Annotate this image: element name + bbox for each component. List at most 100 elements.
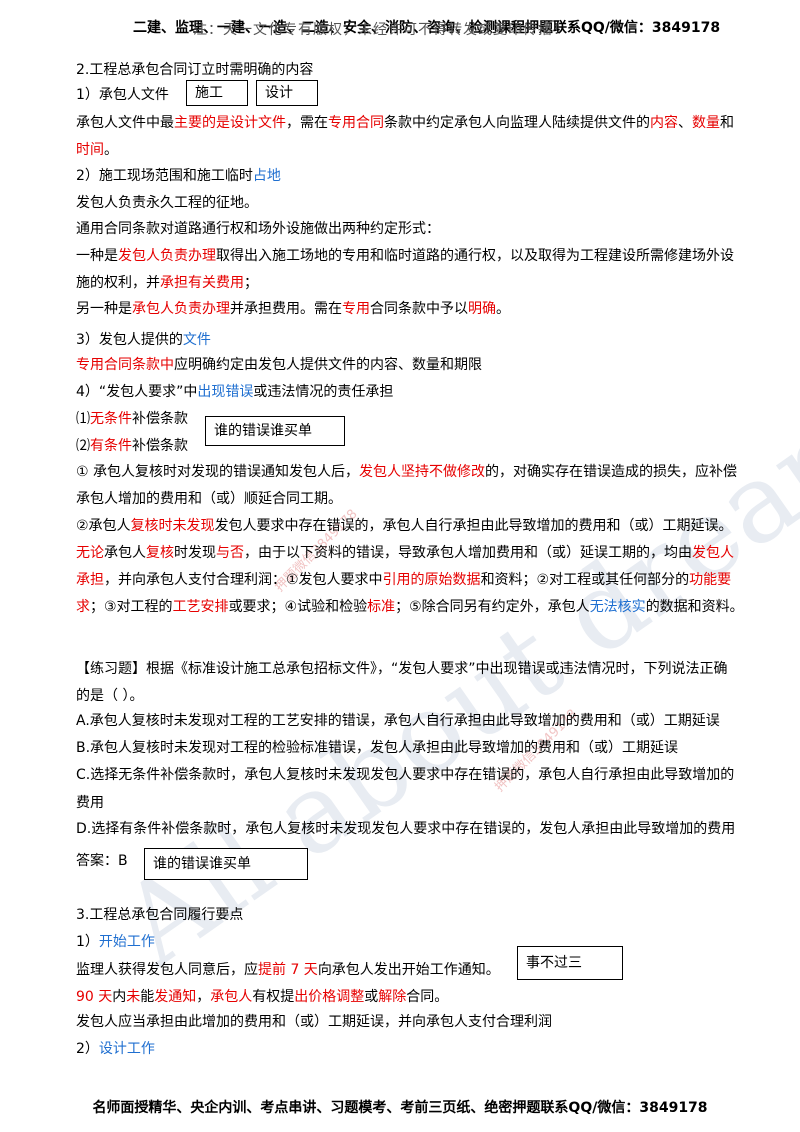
text-segment: 3）发包人提供的 <box>76 332 183 348</box>
text-segment: 另一种是 <box>76 301 132 317</box>
note-box: 事不过三 <box>517 946 623 980</box>
text-line: 一种是发包人负责办理取得出入施工场地的专用和临时道路的通行权，以及取得为工程建设… <box>76 248 734 264</box>
highlight-red: 工艺安排 <box>172 599 229 615</box>
note-box: 谁的错误谁买单 <box>205 416 345 446</box>
text-line: 费用 <box>76 795 104 811</box>
highlight-red: 承包人 <box>210 989 253 1005</box>
text-segment: ②承包人 <box>76 518 131 534</box>
highlight-blue: 无法核实 <box>589 599 646 615</box>
text-segment: 有权提 <box>252 989 295 1005</box>
highlight-red: 出价格调整 <box>294 989 365 1005</box>
highlight-red: 发包人负责办理 <box>118 248 216 264</box>
highlight-red: 未 <box>126 989 141 1005</box>
text-segment: 或 <box>364 989 379 1005</box>
text-segment: 承包人 <box>104 545 146 561</box>
text-segment: 内 <box>112 989 127 1005</box>
text-segment: 施的权利，并 <box>76 275 160 291</box>
highlight-red: 承包人负责办理 <box>132 301 230 317</box>
text-segment: ，并向承包人支付合理利润：①发包人要求中 <box>104 572 383 588</box>
text-segment: 2）施工现场范围和施工临时 <box>76 168 253 184</box>
text-segment: 条款中约定承包人向监理人陆续提供文件的 <box>384 115 650 131</box>
text-line: 承包人文件中最主要的是设计文件，需在专用合同条款中约定承包人向监理人陆续提供文件… <box>76 115 734 131</box>
text-segment: 3.工程总承包合同履行要点 <box>76 907 244 923</box>
text-segment: A.承包人复核时未发现对工程的工艺安排的错误，承包人自行承担由此导致增加的费用和… <box>76 713 720 729</box>
text-segment: ① 承包人复核时对发现的错误通知发包人后， <box>76 464 359 480</box>
text-segment: 并承担费用。需在 <box>230 301 342 317</box>
text-segment: 发包人要求中存在错误的，承包人自行承担由此导致增加的费用和（或）工期延误。 <box>214 518 733 534</box>
text-line: ⑴无条件补偿条款 <box>76 411 188 427</box>
text-line: 3.工程总承包合同履行要点 <box>76 907 243 923</box>
text-segment: 或要求；④试验和检验 <box>228 599 368 615</box>
text-segment: ⑵ <box>76 438 90 454</box>
text-segment: 一种是 <box>76 248 118 264</box>
text-segment: ；③对工程的 <box>90 599 173 615</box>
text-segment: 合同。 <box>406 989 449 1005</box>
text-line: 求；③对工程的工艺安排或要求；④试验和检验标准；⑤除合同另有约定外，承包人无法核… <box>76 599 744 615</box>
text-segment: 的，对确实存在错误造成的损失，应补偿 <box>485 464 737 480</box>
highlight-red: 90 天 <box>76 989 113 1005</box>
text-segment: 发包人负责永久工程的征地。 <box>76 195 258 211</box>
highlight-red: 时间 <box>76 142 104 158</box>
highlight-red: 数量 <box>692 115 720 131</box>
text-line: 承包人增加的费用和（或）顺延合同工期。 <box>76 491 342 507</box>
text-segment: ⑴ <box>76 411 90 427</box>
text-line: 专用合同条款中应明确约定由发包人提供文件的内容、数量和期限 <box>76 357 482 373</box>
text-line: 承担，并向承包人支付合理利润：①发包人要求中引用的原始数据和资料；②对工程或其任… <box>76 572 731 588</box>
text-segment: 2.工程总承包合同订立时需明确的内容 <box>76 62 314 78</box>
highlight-red: 复核 <box>146 545 174 561</box>
text-segment: 答案：B <box>76 853 128 869</box>
text-segment: 的数据和资料。 <box>645 599 744 615</box>
highlight-blue: 开始工作 <box>98 934 155 950</box>
text-segment: 应明确约定由发包人提供文件的内容、数量和期限 <box>174 357 482 373</box>
page-footer: 名师面授精华、央企内训、考点串讲、习题模考、考前三页纸、绝密押题联系QQ/微信：… <box>92 1100 708 1116</box>
text-segment: 。 <box>104 142 118 158</box>
text-segment: 或违法情况的责任承担 <box>253 384 394 400</box>
text-line: 发包人负责永久工程的征地。 <box>76 195 258 211</box>
highlight-blue: 文件 <box>182 332 211 348</box>
text-line: 发包人应当承担由此增加的费用和（或）工期延误，并向承包人支付合理利润 <box>76 1014 552 1030</box>
highlight-red: 承担 <box>76 572 104 588</box>
text-segment: ， <box>196 989 211 1005</box>
highlight-red: 发通知 <box>154 989 197 1005</box>
highlight-red: 明确 <box>468 301 496 317</box>
highlight-red: 有条件 <box>90 438 132 454</box>
text-segment: 2） <box>76 1041 99 1057</box>
text-segment: C.选择无条件补偿条款时，承包人复核时未发现发包人要求中存在错误的，承包人自行承… <box>76 767 735 783</box>
text-segment: 的是（ ）。 <box>76 688 144 704</box>
text-segment: 1） <box>76 934 99 950</box>
highlight-red: 发包人坚持不做修改 <box>359 464 485 480</box>
highlight-red: 无论 <box>76 545 104 561</box>
text-segment: 通用合同条款对道路通行权和场外设施做出两种约定形式： <box>76 221 440 237</box>
text-line: 的是（ ）。 <box>76 688 143 704</box>
text-line: B.承包人复核时未发现对工程的检验标准错误，发包人承担由此导致增加的费用和（或）… <box>76 740 678 756</box>
highlight-red: 专用合同条款中 <box>76 357 174 373</box>
text-segment: 能 <box>140 989 155 1005</box>
text-segment: 向承包人发出开始工作通知。 <box>317 962 500 978</box>
text-line: ① 承包人复核时对发现的错误通知发包人后，发包人坚持不做修改的，对确实存在错误造… <box>76 464 737 480</box>
text-segment: B.承包人复核时未发现对工程的检验标准错误，发包人承担由此导致增加的费用和（或）… <box>76 740 679 756</box>
text-segment: 费用 <box>76 795 104 811</box>
text-segment: 承包人增加的费用和（或）顺延合同工期。 <box>76 491 342 507</box>
text-line: 2）设计工作 <box>76 1041 155 1057</box>
copyright-overlay: 注：天一文化专有版权，未经许可不得转发或复印传播！ <box>193 22 568 38</box>
text-segment: 时发现 <box>174 545 216 561</box>
text-segment: 和资料；②对工程或其任何部分的 <box>480 572 690 588</box>
text-segment: 监理人获得发包人同意后，应 <box>76 962 258 978</box>
highlight-red: 无条件 <box>90 411 132 427</box>
highlight-red: 承担有关费用 <box>160 275 244 291</box>
text-line: 监理人获得发包人同意后，应提前 7 天向承包人发出开始工作通知。 <box>76 962 500 978</box>
highlight-blue: 占地 <box>252 168 281 184</box>
text-line: 答案：B <box>76 853 128 869</box>
note-box: 谁的错误谁买单 <box>144 848 308 880</box>
highlight-blue: 出现错误 <box>197 384 254 400</box>
text-line: 2.工程总承包合同订立时需明确的内容 <box>76 62 313 78</box>
text-line: 3）发包人提供的文件 <box>76 332 211 348</box>
highlight-red: 解除 <box>378 989 407 1005</box>
highlight-red: 引用的原始数据 <box>382 572 481 588</box>
highlight-red: 内容 <box>650 115 678 131</box>
highlight-red: 专用合同 <box>328 115 384 131</box>
highlight-red: 发包人 <box>692 545 734 561</box>
text-segment: 【练习题】根据《标准设计施工总承包招标文件》，“发包人要求”中出现错误或违法情况… <box>76 661 728 677</box>
text-line: D.选择有条件补偿条款时，承包人复核时未发现发包人要求中存在错误的，发包人承担由… <box>76 821 735 837</box>
header-text: 二建、监理、一建、一造、二造、安全、消防、咨询、检测课程押题联系QQ/微信：38… <box>133 20 721 36</box>
